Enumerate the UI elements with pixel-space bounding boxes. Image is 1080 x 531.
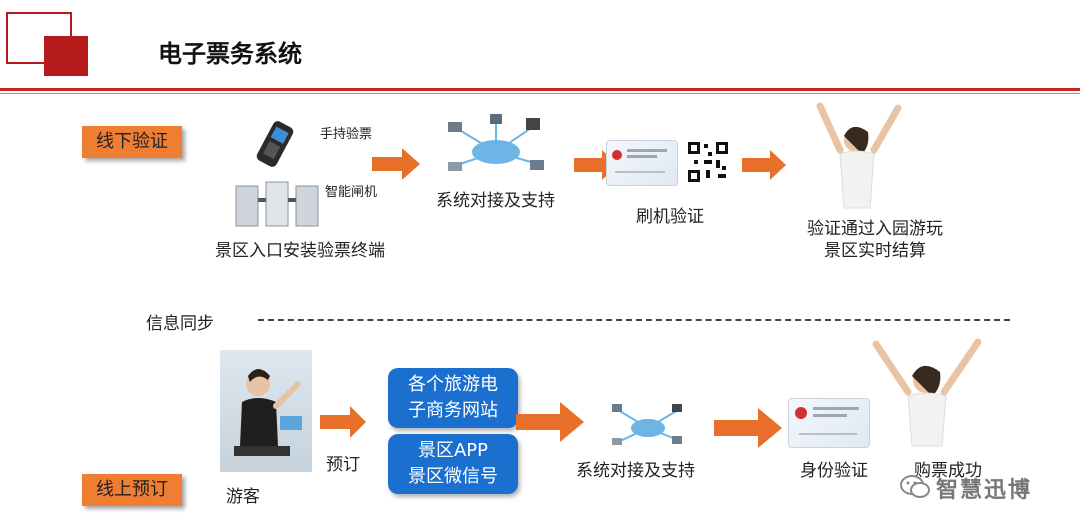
visitor-label: 游客 xyxy=(226,487,260,507)
flow-arrow-6 xyxy=(714,408,782,448)
celebrating-woman-icon xyxy=(816,102,902,209)
id-card-icon xyxy=(788,398,870,448)
header-divider xyxy=(0,88,1080,91)
success-label: 购票成功 xyxy=(914,461,982,481)
id-card-icon xyxy=(606,140,678,186)
app-line1: 景区APP xyxy=(417,440,489,461)
logo-filled-square xyxy=(44,36,88,76)
flow-arrow-3 xyxy=(742,150,786,180)
ecommerce-line2: 子商务网站 xyxy=(408,400,498,421)
system-label-bottom: 系统对接及支持 xyxy=(576,461,695,481)
network-hub-icon xyxy=(612,404,682,445)
swipe-label: 刷机验证 xyxy=(636,207,704,227)
turnstile-gate-icon xyxy=(235,181,319,227)
system-label-top: 系统对接及支持 xyxy=(436,191,555,211)
visitor-photo-icon xyxy=(220,350,312,472)
header-divider-thin xyxy=(0,93,1080,94)
flow-arrow-1 xyxy=(372,148,420,180)
handheld-scanner-icon xyxy=(256,121,294,167)
qr-code-icon xyxy=(686,140,730,184)
terminal-label: 景区入口安装验票终端 xyxy=(215,241,385,261)
app-line2: 景区微信号 xyxy=(408,466,498,487)
flow-arrow-5 xyxy=(516,402,584,442)
flow-arrow-4 xyxy=(320,406,366,438)
wechat-icon xyxy=(900,475,930,498)
ecommerce-line1: 各个旅游电 xyxy=(408,374,498,395)
gate-label: 智能闸机 xyxy=(325,185,378,200)
book-label: 预订 xyxy=(326,455,360,475)
app-wechat-box: 景区APP 景区微信号 xyxy=(388,434,518,494)
offline-tag: 线下验证 xyxy=(82,126,182,158)
page-title: 电子票务系统 xyxy=(158,40,302,68)
id-verify-label: 身份验证 xyxy=(800,461,868,481)
watermark-text: 智慧迅博 xyxy=(936,478,1033,503)
ecommerce-sites-box: 各个旅游电 子商务网站 xyxy=(388,368,518,428)
network-hub-icon xyxy=(448,114,544,171)
result-line1: 验证通过入园游玩 xyxy=(807,219,943,239)
result-line2: 景区实时结算 xyxy=(824,241,926,261)
sync-label: 信息同步 xyxy=(146,314,214,334)
handheld-label: 手持验票 xyxy=(320,127,373,142)
celebrating-woman-icon xyxy=(872,338,982,447)
sync-dashed-line xyxy=(258,319,1010,321)
online-tag: 线上预订 xyxy=(82,474,182,506)
